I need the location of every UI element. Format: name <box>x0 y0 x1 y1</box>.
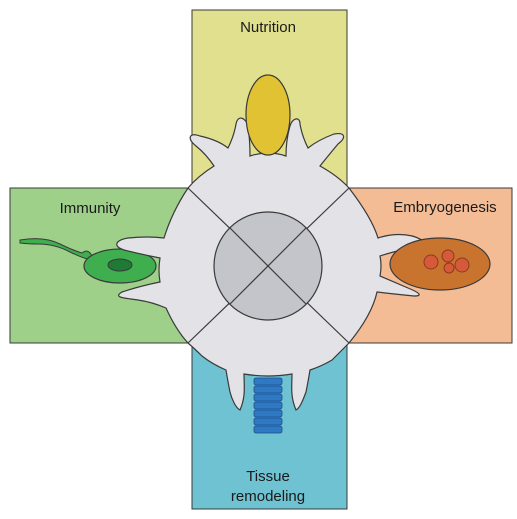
nutrition-label: Nutrition <box>240 19 296 36</box>
nutrition-cell <box>246 75 290 155</box>
embryogenesis-label: Embryogenesis <box>393 199 496 216</box>
tissue-segment <box>254 394 282 401</box>
immunity-label: Immunity <box>60 200 121 217</box>
tissue-remodeling-label-line2: remodeling <box>231 488 305 505</box>
embryo-inner-4 <box>444 263 454 273</box>
tissue-segment <box>254 386 282 393</box>
embryo-cell <box>390 238 490 290</box>
embryo-inner-1 <box>424 255 438 269</box>
embryo-inner-3 <box>455 258 469 272</box>
tissue-segment <box>254 378 282 385</box>
pathogen-nucleus <box>108 259 132 271</box>
tissue-segment <box>254 410 282 417</box>
embryo-outer <box>390 238 490 290</box>
tissue-stack <box>254 378 282 433</box>
tissue-segment <box>254 418 282 425</box>
macrophage-cell <box>117 118 425 410</box>
tissue-segment <box>254 426 282 433</box>
tissue-remodeling-label-line1: Tissue <box>246 468 290 485</box>
embryo-inner-2 <box>442 250 454 262</box>
tissue-segment <box>254 402 282 409</box>
